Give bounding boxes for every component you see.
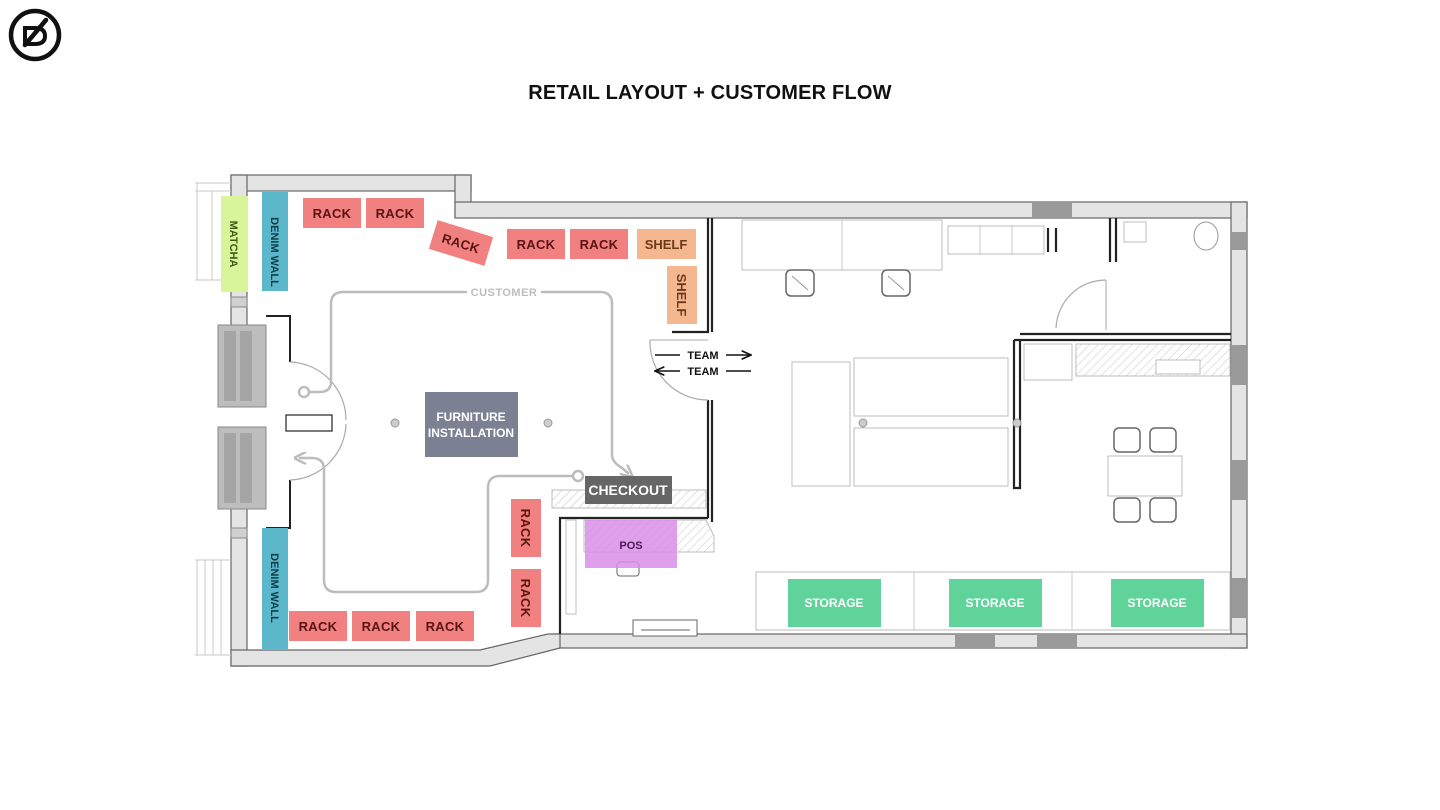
team-flow: TEAM TEAM bbox=[655, 350, 751, 378]
matcha-label: MATCHA bbox=[227, 221, 239, 268]
shelf-zone: SHELF bbox=[637, 229, 696, 259]
storage-label: STORAGE bbox=[1127, 596, 1186, 610]
checkout-zone: CHECKOUT bbox=[585, 476, 672, 504]
rack-label: RACK bbox=[517, 237, 556, 252]
rack-zone: RACK bbox=[511, 569, 541, 627]
zones: MATCHA DENIM WALL DENIM WALL RACK RACK R… bbox=[221, 192, 1204, 649]
storage-label: STORAGE bbox=[804, 596, 863, 610]
furniture-installation: FURNITURE INSTALLATION bbox=[425, 392, 518, 457]
storage-label: STORAGE bbox=[965, 596, 1024, 610]
rack-zone: RACK bbox=[428, 220, 494, 266]
rack-zone: RACK bbox=[416, 611, 474, 641]
rack-zone: RACK bbox=[570, 229, 628, 259]
page-title: RETAIL LAYOUT + CUSTOMER FLOW bbox=[528, 82, 892, 104]
rack-label: RACK bbox=[313, 206, 352, 221]
shelf-label: SHELF bbox=[645, 237, 688, 252]
interior-partitions bbox=[558, 218, 1231, 634]
rack-zone: RACK bbox=[366, 198, 424, 228]
storage-zone: STORAGE bbox=[788, 579, 881, 627]
denim-wall-top: DENIM WALL bbox=[262, 192, 288, 291]
storage-zone: STORAGE bbox=[949, 579, 1042, 627]
customer-flow-label: CUSTOMER bbox=[471, 287, 538, 299]
denim-wall-label: DENIM WALL bbox=[268, 553, 280, 623]
pos-zone: POS bbox=[585, 520, 677, 568]
matcha-zone: MATCHA bbox=[221, 196, 248, 292]
team-out-label: TEAM bbox=[687, 366, 718, 378]
storage-zone: STORAGE bbox=[1111, 579, 1204, 627]
office-chair bbox=[881, 269, 911, 297]
rack-label: RACK bbox=[580, 237, 619, 252]
office-chair bbox=[785, 269, 815, 297]
rack-label: RACK bbox=[518, 509, 533, 548]
pos-label: POS bbox=[619, 540, 642, 552]
rack-label: RACK bbox=[518, 579, 533, 618]
checkout-label: CHECKOUT bbox=[588, 482, 668, 498]
rack-label: RACK bbox=[362, 619, 401, 634]
furniture-installation-label: INSTALLATION bbox=[428, 426, 514, 440]
office-furniture bbox=[551, 219, 1231, 631]
shelf-zone: SHELF bbox=[667, 266, 697, 324]
denim-wall-bottom: DENIM WALL bbox=[262, 528, 288, 649]
entrance-facade bbox=[195, 182, 347, 656]
rack-zone: RACK bbox=[303, 198, 361, 228]
rack-zone: RACK bbox=[511, 499, 541, 557]
furniture-installation-label: FURNITURE bbox=[436, 410, 505, 424]
null-o-logo-icon bbox=[8, 8, 62, 62]
shelf-label: SHELF bbox=[674, 274, 689, 317]
rack-zone: RACK bbox=[507, 229, 565, 259]
denim-wall-label: DENIM WALL bbox=[268, 217, 280, 287]
customer-flow: CUSTOMER bbox=[299, 287, 628, 594]
rack-zone: RACK bbox=[289, 611, 347, 641]
rack-zone: RACK bbox=[352, 611, 410, 641]
rack-label: RACK bbox=[376, 206, 415, 221]
team-in-label: TEAM bbox=[687, 350, 718, 362]
rack-label: RACK bbox=[426, 619, 465, 634]
rack-label: RACK bbox=[299, 619, 338, 634]
